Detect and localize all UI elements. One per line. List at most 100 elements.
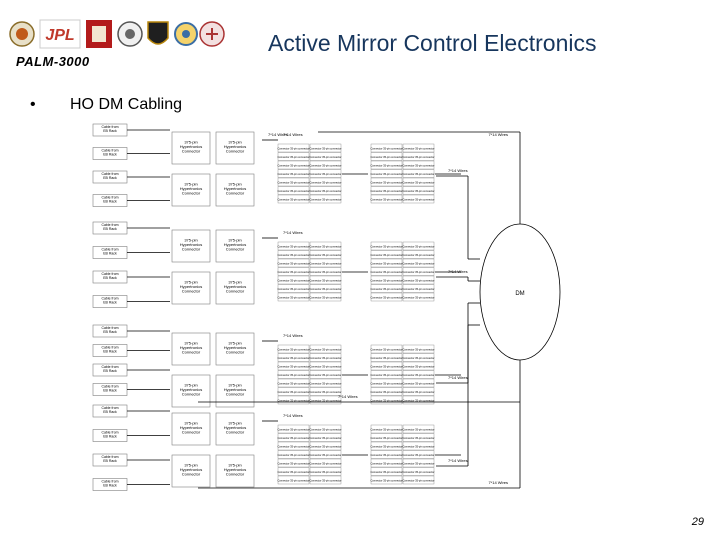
small-connector — [402, 370, 435, 379]
small-connector — [277, 344, 310, 354]
hypertronics-connector — [215, 131, 255, 165]
small-connector — [277, 152, 310, 161]
cable-source-label: Cable from — [101, 149, 118, 153]
small-connector-label: Connector 35-pin connector — [277, 245, 309, 249]
small-connector — [370, 344, 403, 354]
bullet-icon: • — [30, 96, 36, 113]
small-connector-label: Connector 35-pin connector — [370, 164, 402, 168]
connector-label: Connector — [182, 246, 201, 251]
institute-seal-icon — [199, 21, 225, 47]
small-connector — [402, 250, 435, 259]
small-connector-label: Connector 35-pin connector — [370, 287, 402, 291]
cable-source-label: Cable from — [101, 326, 118, 330]
connector-label: 375-pin — [184, 238, 197, 243]
cable-source-label: Cable from — [101, 297, 118, 301]
connector-label: 375-pin — [228, 341, 241, 346]
connector-label: Connector — [182, 349, 201, 354]
cable-source-label: Cable from — [101, 272, 118, 276]
small-connector — [370, 370, 403, 379]
small-connector — [370, 177, 403, 187]
wire-label: 7*14 Wires — [338, 394, 358, 399]
cable-source-label: EB Rack — [103, 176, 117, 180]
small-connector — [309, 467, 342, 476]
small-connector — [277, 424, 310, 434]
small-connector-label: Connector 35-pin connector — [277, 253, 309, 257]
small-connector-label: Connector 35-pin connector — [370, 399, 402, 403]
small-connector-label: Connector 35-pin connector — [277, 348, 309, 352]
shield-icon — [147, 21, 169, 45]
wire-label: 7*14 Wires — [488, 480, 508, 485]
small-connector-label: Connector 35-pin connector — [370, 198, 402, 202]
small-connector-label: Connector 35-pin connector — [370, 428, 402, 432]
small-connector — [370, 267, 403, 276]
small-connector-label: Connector 35-pin connector — [370, 245, 402, 249]
hypertronics-connector — [215, 332, 255, 366]
connector-label: Hypertronics — [224, 425, 246, 430]
cable-source-label: Cable from — [101, 480, 118, 484]
small-connector — [309, 275, 342, 285]
cable-source-label: EB Rack — [103, 410, 117, 414]
small-connector-label: Connector 35-pin connector — [402, 382, 434, 386]
small-connector-label: Connector 35-pin connector — [402, 262, 434, 266]
small-connector-label: Connector 35-pin connector — [370, 253, 402, 257]
small-connector — [277, 143, 310, 153]
small-connector-label: Connector 35-pin connector — [402, 390, 434, 394]
small-connector-label: Connector 35-pin connector — [370, 270, 402, 274]
small-connector-label: Connector 35-pin connector — [309, 270, 341, 274]
small-connector-label: Connector 35-pin connector — [309, 470, 341, 474]
cable-source-label: Cable from — [101, 406, 118, 410]
connector-label: 375-pin — [228, 238, 241, 243]
small-connector — [309, 284, 342, 293]
connector-label: Connector — [182, 391, 201, 396]
small-connector — [309, 194, 342, 204]
connector-label: Connector — [226, 246, 245, 251]
connector-label: Connector — [226, 429, 245, 434]
small-connector — [277, 177, 310, 187]
connector-label: 375-pin — [228, 140, 241, 145]
small-connector-label: Connector 35-pin connector — [370, 147, 402, 151]
project-name: PALM-3000 — [16, 54, 90, 69]
connector-label: 375-pin — [184, 383, 197, 388]
small-connector-label: Connector 35-pin connector — [370, 462, 402, 466]
wire-label: 7*14 Wires — [283, 413, 303, 418]
small-connector — [277, 258, 310, 268]
wire-label: 7*14 Wires — [448, 375, 468, 380]
small-connector — [402, 344, 435, 354]
small-connector — [402, 353, 435, 362]
small-connector-label: Connector 35-pin connector — [277, 189, 309, 193]
wire-label: 7*14 Wires — [268, 132, 288, 137]
connector-label: Hypertronics — [224, 186, 246, 191]
small-connector — [309, 292, 342, 302]
small-connector — [277, 441, 310, 451]
small-connector-label: Connector 35-pin connector — [402, 270, 434, 274]
small-connector — [370, 450, 403, 459]
small-connector — [309, 250, 342, 259]
cable-source-label: Cable from — [101, 455, 118, 459]
small-connector-label: Connector 35-pin connector — [402, 348, 434, 352]
small-connector-label: Connector 35-pin connector — [402, 470, 434, 474]
small-connector-label: Connector 35-pin connector — [277, 365, 309, 369]
small-connector-label: Connector 35-pin connector — [277, 270, 309, 274]
small-connector-label: Connector 35-pin connector — [277, 373, 309, 377]
connector-label: Connector — [182, 190, 201, 195]
small-connector-label: Connector 35-pin connector — [309, 164, 341, 168]
cable-source-label: EB Rack — [103, 483, 117, 487]
small-connector — [370, 458, 403, 468]
small-connector-label: Connector 35-pin connector — [402, 189, 434, 193]
small-connector — [402, 361, 435, 371]
small-connector — [309, 387, 342, 396]
small-connector-label: Connector 35-pin connector — [402, 399, 434, 403]
cable-source-label: EB Rack — [103, 152, 117, 156]
wire-label: 7*14 Wires — [283, 333, 303, 338]
cable-source-label: Cable from — [101, 365, 118, 369]
connector-label: Hypertronics — [224, 242, 246, 247]
small-connector-label: Connector 35-pin connector — [277, 296, 309, 300]
small-connector — [370, 186, 403, 195]
small-connector — [402, 433, 435, 442]
connector-label: 375-pin — [184, 341, 197, 346]
small-connector — [402, 395, 435, 405]
connector-label: Connector — [182, 471, 201, 476]
small-connector-label: Connector 35-pin connector — [370, 390, 402, 394]
small-connector-label: Connector 35-pin connector — [309, 356, 341, 360]
connector-label: Hypertronics — [180, 144, 202, 149]
